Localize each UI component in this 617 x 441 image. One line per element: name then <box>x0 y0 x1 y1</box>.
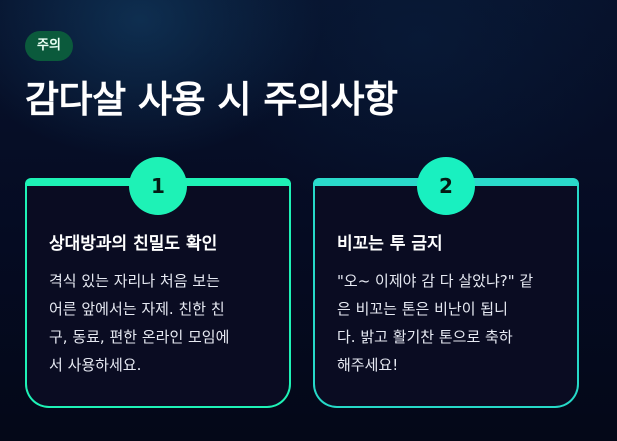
step-number-badge: 1 <box>129 157 187 215</box>
card-body-text: "오~ 이제야 감 다 살았냐?" 같 은 비꼬는 톤은 비난이 됩니 다. 밝… <box>337 272 534 374</box>
tip-card-2: 2 비꼬는 투 금지 "오~ 이제야 감 다 살았냐?" 같 은 비꼬는 톤은 … <box>313 157 579 408</box>
page-title: 감다살 사용 시 주의사항 <box>25 78 398 121</box>
card-heading: 상대방과의 친밀도 확인 <box>49 234 218 254</box>
step-number-badge: 2 <box>417 157 475 215</box>
card-body-text: 격식 있는 자리나 처음 보는 어른 앞에서는 자제. 친한 친 구, 동료, … <box>49 272 230 374</box>
caution-badge: 주의 <box>25 31 73 61</box>
card-heading: 비꼬는 투 금지 <box>337 234 443 254</box>
tip-card-1: 1 상대방과의 친밀도 확인 격식 있는 자리나 처음 보는 어른 앞에서는 자… <box>25 157 291 408</box>
